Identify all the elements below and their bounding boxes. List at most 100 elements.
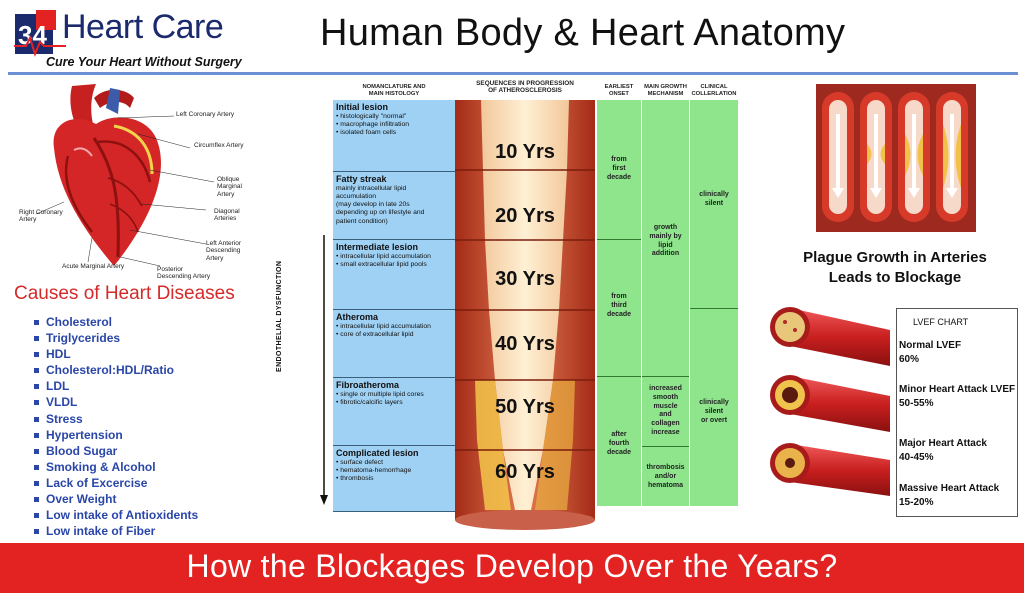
onset-text: after fourth decade	[606, 431, 632, 456]
clinical-column	[690, 100, 738, 506]
logo-accent-square	[36, 10, 56, 30]
leader-line	[115, 255, 161, 267]
stage-complicated-lesion: Complicated lesion • surface defect • he…	[333, 446, 455, 512]
header-growth: MAIN GROWTH MECHANISM	[644, 84, 687, 97]
onset-divider	[597, 376, 641, 377]
stage-desc: • single or multiple lipid cores • fibro…	[336, 391, 424, 407]
stage-name: Complicated lesion	[336, 448, 419, 458]
lvef-value: 15-20%	[899, 496, 934, 508]
highlight-shape	[73, 147, 93, 157]
years-label: 50 Yrs	[495, 396, 555, 418]
artery-normal	[770, 307, 890, 366]
lvef-item: Minor Heart Attack LVEF 50-55%	[899, 383, 1017, 410]
cause-item: Triglycerides	[33, 330, 198, 346]
onset-column	[597, 100, 641, 506]
stage-name: Initial lesion	[336, 102, 389, 112]
growth-divider	[642, 376, 689, 377]
onset-text: from third decade	[606, 293, 632, 318]
down-arrow-icon	[320, 235, 328, 505]
heart-care-logo: 34	[14, 10, 66, 57]
leader-line	[149, 169, 215, 183]
lvef-item: Normal LVEF 60%	[899, 339, 1017, 366]
header-clinical: CLINICAL COLLERLATION	[691, 84, 737, 97]
label-lad: Left Anterior Descending Artery	[206, 240, 242, 262]
label-circumflex: Circumflex Artery	[194, 142, 244, 149]
right-coronary-shape	[64, 155, 93, 233]
clinical-divider	[690, 308, 738, 309]
stage-name: Fatty streak	[336, 174, 387, 184]
lvef-item: Massive Heart Attack 15-20%	[899, 482, 1017, 509]
onset-text: from first decade	[606, 156, 632, 181]
lvef-label: Minor Heart Attack LVEF	[899, 384, 1016, 395]
stage-desc: • intracellular lipid accumulation • cor…	[336, 323, 431, 339]
cause-item: Smoking & Alcohol	[33, 459, 198, 475]
lvef-value: 40-45%	[899, 451, 934, 463]
onset-divider	[597, 239, 641, 240]
stage-name: Fibroatheroma	[336, 380, 400, 390]
header-sequences: SEQUENCES IN PROGRESSION OF ATHEROSCLERO…	[476, 80, 574, 95]
cause-item: Blood Sugar	[33, 443, 198, 459]
leader-line	[137, 133, 191, 149]
pulmonary-artery-shape	[106, 88, 120, 114]
leader-line	[117, 115, 175, 119]
growth-text: increased smooth muscle and collagen inc…	[649, 385, 682, 436]
cause-item: VLDL	[33, 394, 198, 410]
cause-item: Low intake of Fiber	[33, 523, 198, 539]
fat-line-shape	[113, 124, 154, 175]
aorta-shape	[70, 84, 96, 130]
growth-column	[642, 100, 689, 506]
stage-desc: • intracellular lipid accumulation • sma…	[336, 253, 431, 269]
artery-lumen	[481, 100, 569, 510]
growth-text: growth mainly by lipid addition	[649, 224, 682, 258]
endothelial-dysfunction-label: ENDOTHELIAL DYSFUNCTION	[276, 260, 283, 372]
artery-minor-blockage	[770, 375, 890, 432]
years-label: 10 Yrs	[495, 141, 555, 163]
cause-item: Over Weight	[33, 491, 198, 507]
artery-cross-section-illustration	[455, 100, 595, 530]
stage-desc: • histologically "normal" • macrophage i…	[336, 113, 410, 137]
lvef-chart-title: LVEF CHART	[913, 317, 969, 327]
flow-arrow-icons	[832, 114, 958, 198]
leader-line	[35, 201, 65, 215]
label-oblique-marginal: Oblique Marginal Artery	[217, 176, 242, 198]
plaque-growth-title: Plague Growth in Arteries Leads to Block…	[803, 249, 987, 287]
diagonal-artery-shape	[107, 177, 143, 207]
lvef-item: Major Heart Attack 40-45%	[899, 437, 1017, 464]
clinical-text: clinically silent or overt	[699, 399, 729, 424]
growth-divider	[642, 446, 689, 447]
lvef-chart-box	[896, 308, 1018, 517]
banner-text: How the Blockages Develop Over the Years…	[186, 548, 838, 584]
years-label: 60 Yrs	[495, 461, 555, 483]
stage-column: Initial lesion • histologically "normal"…	[333, 100, 455, 512]
growth-text: thrombosis and/or hematoma	[646, 464, 685, 489]
lad-artery-shape	[92, 137, 120, 257]
lipid-core-shape	[535, 380, 575, 510]
leader-line	[129, 229, 207, 245]
brand-tagline: Cure Your Heart Without Surgery	[46, 55, 242, 69]
stage-name: Intermediate lesion	[336, 242, 419, 252]
lipid-core-shape	[475, 380, 511, 510]
stage-desc: • surface defect • hematoma-hemorrhage •…	[336, 459, 412, 483]
leader-line	[141, 203, 207, 211]
cause-item: Cholesterol	[33, 314, 198, 330]
circumflex-artery-shape	[97, 140, 152, 183]
label-diagonal: Diagonal Arteries	[214, 208, 240, 223]
causes-list: Cholesterol Triglycerides HDL Cholestero…	[33, 314, 198, 539]
lvef-value: 50-55%	[899, 397, 934, 409]
label-right-coronary: Right Coronary Artery	[19, 209, 63, 224]
lvef-value: 60%	[899, 353, 920, 365]
marginal-artery-shape	[109, 203, 139, 233]
cause-item: Cholesterol:HDL/Ratio	[33, 362, 198, 378]
artery-major-blockage	[770, 443, 890, 496]
artery-opening	[455, 510, 595, 530]
years-label: 30 Yrs	[495, 268, 555, 290]
pulse-line-icon	[14, 35, 66, 57]
cause-item: Lack of Excercise	[33, 475, 198, 491]
causes-title: Causes of Heart Diseases	[14, 283, 235, 304]
label-left-coronary: Left Coronary Artery	[176, 111, 235, 118]
page-title: Human Body & Heart Anatomy	[320, 12, 846, 54]
heart-anatomy-illustration	[35, 84, 215, 267]
leader-line	[87, 237, 93, 263]
header-onset: EARLIEST ONSET	[604, 84, 634, 97]
stage-initial-lesion: Initial lesion • histologically "normal"…	[333, 100, 455, 172]
